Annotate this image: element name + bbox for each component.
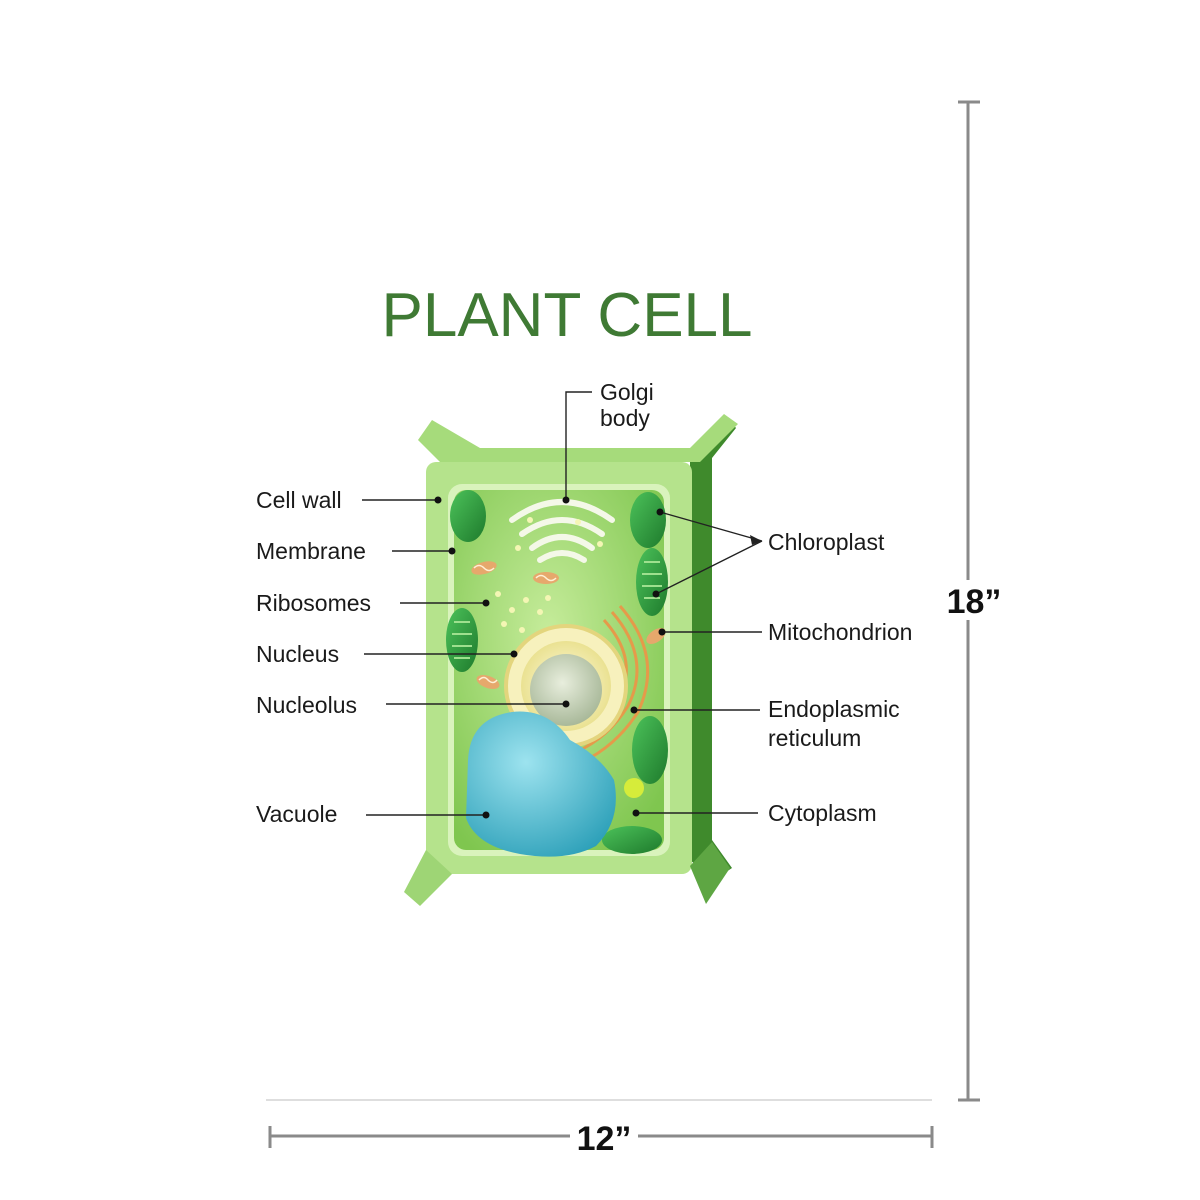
width-dimension: 12”	[268, 1116, 934, 1158]
height-label: 18”	[947, 583, 1002, 621]
chloroplast	[632, 716, 668, 784]
mitochondrion	[533, 572, 559, 584]
label-chloroplast: Chloroplast	[768, 529, 885, 555]
cytoplasm-granule	[624, 778, 644, 798]
cell-wall-corner	[690, 842, 730, 904]
label-cell-wall: Cell wall	[256, 487, 342, 513]
label-nucleus: Nucleus	[256, 641, 339, 667]
label-membrane: Membrane	[256, 538, 366, 564]
label-er-line2: reticulum	[768, 725, 861, 751]
label-golgi-line2: body	[600, 405, 650, 431]
label-ribosomes: Ribosomes	[256, 590, 371, 616]
diagram-title: PLANT CELL	[381, 281, 752, 350]
chloroplast	[450, 490, 486, 542]
chloroplast	[602, 826, 662, 854]
cell-wall-side	[690, 418, 736, 880]
nucleolus	[530, 654, 602, 726]
cell-wall-corner	[404, 850, 452, 906]
label-mitochondrion: Mitochondrion	[768, 619, 912, 645]
plant-cell	[404, 414, 738, 906]
width-label: 12”	[577, 1120, 632, 1158]
label-nucleolus: Nucleolus	[256, 692, 357, 718]
leader-lines	[362, 391, 763, 819]
vacuole	[466, 711, 616, 857]
label-er-line1: Endoplasmic	[768, 696, 900, 722]
chloroplast	[630, 492, 666, 548]
labels: Golgi body Cell wall Membrane Ribosomes …	[256, 379, 912, 827]
mitochondrion	[476, 675, 500, 689]
label-golgi-line1: Golgi	[600, 379, 654, 405]
chloroplast	[636, 548, 668, 616]
cell-wall-top	[418, 414, 738, 462]
label-vacuole: Vacuole	[256, 801, 337, 827]
mitochondrion	[471, 561, 497, 575]
chloroplast	[446, 608, 478, 672]
height-dimension: 18”	[944, 100, 1004, 1102]
golgi-body	[509, 499, 615, 563]
label-cytoplasm: Cytoplasm	[768, 800, 877, 826]
